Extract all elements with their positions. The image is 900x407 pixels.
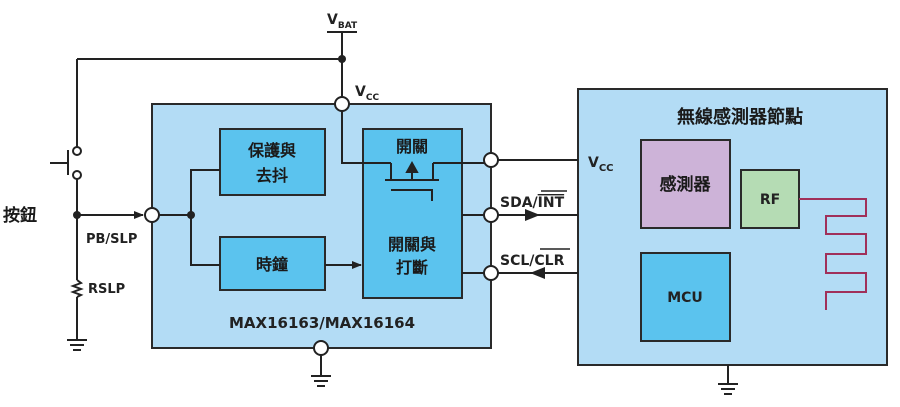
node-vcc-label: VCC bbox=[588, 155, 614, 174]
left-ground-icon bbox=[67, 330, 87, 351]
sda-int-pin bbox=[483, 207, 499, 223]
protection-debounce-block bbox=[219, 128, 326, 196]
pb-slp-pin bbox=[144, 207, 160, 223]
sensor-block bbox=[640, 139, 731, 229]
scl-clr-pin bbox=[483, 265, 499, 281]
clock-block bbox=[219, 236, 326, 291]
sda-int-label: SDA/INT bbox=[500, 195, 565, 211]
vcc-pin bbox=[334, 96, 350, 112]
switch-label: 開關 bbox=[396, 137, 428, 156]
mcu-block bbox=[640, 252, 731, 342]
antenna-trace bbox=[799, 198, 867, 310]
scl-arrow-icon bbox=[530, 267, 545, 279]
chip-ground-icon bbox=[311, 375, 331, 387]
scl-clr-label: SCL/CLR bbox=[500, 253, 565, 269]
junction-dot bbox=[338, 55, 346, 63]
mcu-label: MCU bbox=[667, 290, 703, 306]
rf-label: RF bbox=[760, 192, 780, 208]
switch-interrupt-label-2: 打斷 bbox=[396, 258, 428, 277]
protection-label-1: 保護與 bbox=[247, 141, 296, 160]
junction-dot bbox=[187, 211, 195, 219]
rf-block bbox=[740, 169, 800, 229]
button-label: 按鈕 bbox=[3, 205, 37, 226]
pb-slp-label: PB/SLP bbox=[86, 232, 137, 247]
chip-name-label: MAX16163/MAX16164 bbox=[229, 314, 415, 332]
gnd-pin bbox=[313, 340, 329, 356]
switch-interrupt-label-1: 開關與 bbox=[388, 235, 436, 254]
protection-label-2: 去抖 bbox=[256, 166, 288, 185]
vbat-label: VBAT bbox=[327, 12, 358, 31]
push-button-icon bbox=[50, 146, 82, 180]
sda-arrow-icon bbox=[525, 209, 540, 221]
mosfet-icon bbox=[385, 160, 439, 201]
rslp-label: RSLP bbox=[88, 282, 125, 297]
sensor-node-title: 無線感測器節點 bbox=[677, 106, 803, 128]
resistor-icon bbox=[70, 279, 84, 298]
vcc-label: VCC bbox=[355, 84, 379, 103]
node-ground-icon bbox=[718, 365, 738, 395]
switch-block bbox=[362, 128, 463, 299]
sensor-label: 感測器 bbox=[660, 174, 712, 195]
vcc-out-pin bbox=[483, 152, 499, 168]
clock-label: 時鐘 bbox=[256, 255, 288, 274]
junction-dot bbox=[73, 211, 81, 219]
sensor-node-box bbox=[577, 88, 888, 366]
